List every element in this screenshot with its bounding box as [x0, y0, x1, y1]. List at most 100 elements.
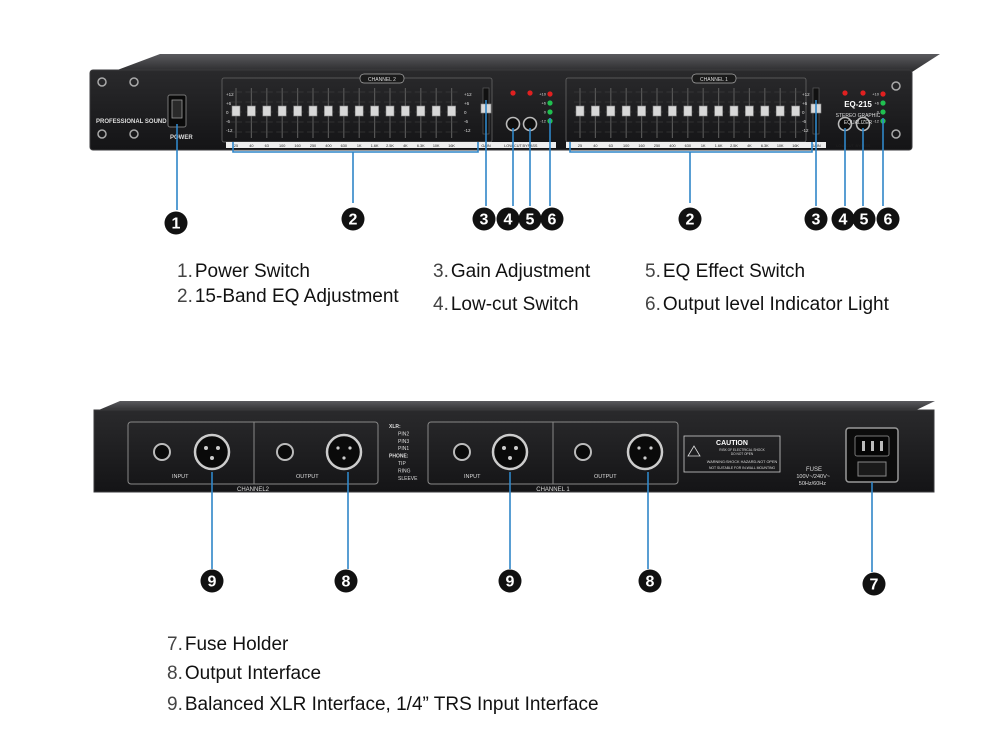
- eq-slider-knob[interactable]: [431, 105, 441, 117]
- callout-number: 8: [646, 574, 655, 591]
- trs-output-jack-ch1[interactable]: [574, 443, 592, 461]
- output-level-led: [547, 109, 553, 115]
- output-level-led: [547, 100, 553, 106]
- xlr-input-jack-ch2[interactable]: [193, 433, 231, 471]
- callout-marker: 4: [496, 207, 520, 231]
- legend-item-8: 8.Output Interface: [167, 663, 321, 685]
- freq-label: 400: [325, 144, 331, 148]
- xlr-input-jack-ch1[interactable]: [491, 433, 529, 471]
- eq-slider-knob[interactable]: [714, 105, 723, 117]
- eq-sliders-right[interactable]: +12+60-6-12: [574, 88, 810, 138]
- led-level-label: -12: [540, 119, 547, 124]
- eq-slider-knob[interactable]: [668, 105, 677, 117]
- legend-number: 4.: [433, 294, 449, 315]
- eq-slider-knob[interactable]: [447, 105, 456, 117]
- channel-label-right: CHANNEL 1: [700, 77, 728, 83]
- legend-number: 7.: [167, 634, 183, 655]
- callout-marker: 9: [200, 569, 224, 593]
- legend-number: 2.: [177, 286, 193, 307]
- freq-label: 250: [654, 144, 660, 148]
- trs-input-jack-ch1[interactable]: [453, 443, 471, 461]
- callout-marker: 1: [164, 211, 188, 235]
- legend-text: Balanced XLR Interface, 1/4” TRS Input I…: [184, 694, 599, 715]
- eq-slider-knob[interactable]: [775, 105, 785, 117]
- eq-sliders-left[interactable]: +12+60-6-12+12+60-6-12: [226, 88, 472, 138]
- eq-slider-knob[interactable]: [308, 105, 318, 117]
- eq-slider-knob[interactable]: [606, 105, 616, 117]
- legend-item-4: 4.Low-cut Switch: [433, 294, 579, 316]
- callout-number: 5: [860, 212, 869, 229]
- trs-output-jack-ch2[interactable]: [276, 443, 294, 461]
- status-led-red: [510, 90, 516, 96]
- freq-label: 40: [249, 144, 253, 148]
- eq-slider-knob[interactable]: [277, 105, 287, 117]
- eq-slider-knob[interactable]: [637, 105, 646, 117]
- legend-text: 15-Band EQ Adjustment: [194, 286, 399, 307]
- legend-number: 9.: [167, 694, 183, 715]
- callout-number: 1: [172, 216, 181, 233]
- eq-slider-knob[interactable]: [745, 105, 754, 117]
- rear-panel: INPUT OUTPUT CHANNEL2 INPUT OUTPUT CHANN…: [93, 401, 935, 493]
- led-level-label: +6: [541, 101, 546, 106]
- eq-slider-knob[interactable]: [575, 105, 585, 117]
- legend-number: 5.: [645, 261, 661, 282]
- freq-label: 1K: [357, 144, 362, 148]
- legend-item-9: 9.Balanced XLR Interface, 1/4” TRS Input…: [167, 694, 599, 716]
- eq-slider-knob[interactable]: [591, 105, 600, 117]
- eq-slider-knob[interactable]: [698, 105, 708, 117]
- eq-slider-knob[interactable]: [231, 105, 241, 117]
- caution-line-1: RISK OF ELECTRICAL SHOCK: [719, 448, 765, 452]
- brand-label: PROFESSIONAL SOUND: [96, 119, 167, 125]
- eq-slider-knob[interactable]: [401, 105, 410, 117]
- freq-label: 1K: [701, 144, 706, 148]
- callout-marker: 2: [678, 207, 702, 231]
- eq-slider-knob[interactable]: [760, 105, 770, 117]
- scale-mark: -6: [464, 119, 468, 124]
- rack-screw: [891, 129, 901, 139]
- rear-channel1-label: CHANNEL 1: [536, 487, 570, 493]
- pin-legend-entry: TIP: [398, 461, 406, 467]
- eq-slider-knob[interactable]: [262, 105, 272, 117]
- callout-marker: 6: [540, 207, 564, 231]
- rear-input-label-ch1: INPUT: [464, 474, 481, 480]
- eq-slider-knob[interactable]: [247, 105, 256, 117]
- callout-number: 2: [686, 212, 695, 229]
- eq-slider-knob[interactable]: [385, 105, 395, 117]
- eq-slider-knob[interactable]: [652, 105, 662, 117]
- status-led-red: [527, 90, 533, 96]
- fuse-drawer[interactable]: [857, 461, 887, 477]
- eq-slider-knob[interactable]: [729, 105, 739, 117]
- freq-label: 160: [294, 144, 300, 148]
- eq-slider-knob[interactable]: [370, 105, 379, 117]
- eq-slider-knob[interactable]: [791, 105, 800, 117]
- callout-marker: 2: [341, 207, 365, 231]
- pin-legend-entry: SLEEVE: [398, 476, 418, 482]
- legend-text: Low-cut Switch: [450, 294, 579, 315]
- pin-legend-entry: XLR:: [389, 424, 401, 430]
- callout-marker: 4: [831, 207, 855, 231]
- trs-input-jack-ch2[interactable]: [153, 443, 171, 461]
- eq-slider-knob[interactable]: [683, 105, 693, 117]
- xlr-output-jack-ch2[interactable]: [325, 433, 363, 471]
- channel-label-left: CHANNEL 2: [368, 77, 396, 83]
- xlr-output-jack-ch1[interactable]: [626, 433, 664, 471]
- callout-number: 2: [349, 212, 358, 229]
- eq-slider-knob[interactable]: [416, 105, 426, 117]
- caution-line-4: NOT SUITABLE FOR IN-WALL MOUNTING: [709, 466, 775, 470]
- pin-legend-entry: PHONE:: [389, 454, 409, 460]
- legend-item-1: 1.Power Switch: [177, 261, 310, 283]
- freq-label: 100: [279, 144, 285, 148]
- eq-slider-knob[interactable]: [339, 105, 349, 117]
- callout-marker: 3: [804, 207, 828, 231]
- eq-slider-knob[interactable]: [621, 105, 631, 117]
- pin-legend-entry: PIN3: [398, 439, 409, 445]
- eq-slider-knob[interactable]: [293, 105, 302, 117]
- eq-slider-knob[interactable]: [324, 105, 333, 117]
- power-rocker[interactable]: [171, 99, 183, 119]
- callout-marker: 6: [876, 207, 900, 231]
- legend-text: Gain Adjustment: [450, 261, 591, 282]
- legend-number: 6.: [645, 294, 661, 315]
- eq-slider-knob[interactable]: [354, 105, 364, 117]
